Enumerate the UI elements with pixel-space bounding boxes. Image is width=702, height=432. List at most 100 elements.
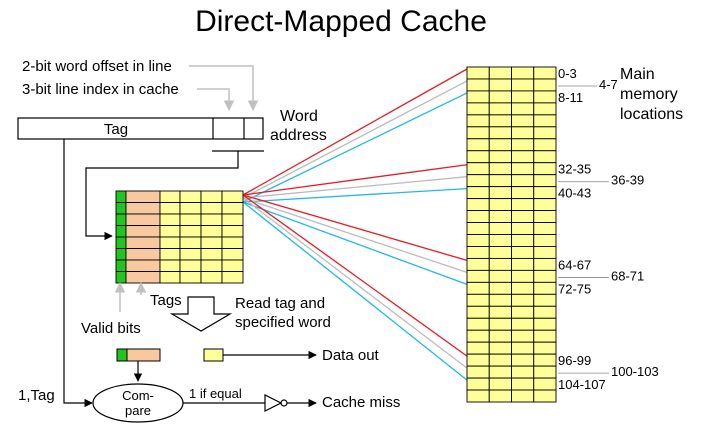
valid-bit-cell <box>115 236 127 249</box>
data-word-cell <box>179 225 202 238</box>
memory-word-cell <box>466 102 490 116</box>
memory-word-cell <box>488 246 512 259</box>
memory-word-cell <box>488 222 512 235</box>
mapping-line-gray <box>242 197 468 274</box>
valid-bit-cell <box>115 202 127 215</box>
data-word-cell <box>179 202 202 215</box>
memory-word-cell <box>488 66 512 80</box>
main-memory-label-1: Main <box>620 66 655 83</box>
data-word-cell <box>159 236 181 249</box>
mapping-line-red <box>242 194 468 357</box>
memory-address-label: 100-103 <box>611 364 659 379</box>
memory-word-cell <box>488 174 512 188</box>
data-word-cell <box>221 190 244 203</box>
tag-cell <box>125 225 161 238</box>
readout-tag <box>126 348 161 362</box>
valid-bit-cell <box>115 225 127 238</box>
word-address-label-2: address <box>270 127 327 144</box>
cache-miss-label: Cache miss <box>322 394 400 411</box>
memory-word-cell <box>511 377 535 391</box>
memory-word-cell <box>466 353 490 367</box>
memory-word-cell <box>466 234 490 247</box>
memory-word-cell <box>466 317 490 331</box>
memory-word-cell <box>466 329 490 343</box>
memory-word-cell <box>488 389 512 403</box>
data-word-cell <box>221 248 244 261</box>
tag-cell <box>125 259 161 272</box>
readout-valid-bit <box>116 348 128 362</box>
memory-word-cell <box>533 281 557 295</box>
word-address-label-1: Word <box>280 108 318 125</box>
data-word-cell <box>179 259 202 272</box>
memory-word-cell <box>533 150 557 164</box>
compare-label-1: Com- <box>122 388 154 403</box>
data-word-cell <box>159 248 181 261</box>
inverter-bubble-icon <box>280 399 288 407</box>
data-word-cell <box>159 259 181 272</box>
word-address-register: Tag <box>17 117 264 140</box>
memory-word-cell <box>533 102 557 116</box>
data-word-cell <box>200 271 223 284</box>
data-word-cell <box>221 271 244 284</box>
memory-word-cell <box>466 305 490 319</box>
tags-label: Tags <box>150 292 182 309</box>
mapping-line-cyan <box>242 201 468 381</box>
memory-word-cell <box>488 365 512 379</box>
memory-word-cell <box>488 353 512 367</box>
tag-cell <box>125 202 161 215</box>
mapping-line-cyan <box>242 92 468 203</box>
mapping-line-gray <box>242 176 468 199</box>
data-out-label: Data out <box>322 347 380 364</box>
data-word-cell <box>159 271 181 284</box>
memory-word-cell <box>488 186 512 200</box>
data-word-cell <box>159 225 181 238</box>
memory-word-cell <box>488 198 512 212</box>
tag-cell <box>125 236 161 249</box>
cache-array <box>115 190 244 284</box>
diagram-title: Direct-Mapped Cache <box>195 5 487 38</box>
data-word-cell <box>200 259 223 272</box>
memory-address-label: 36-39 <box>611 173 644 188</box>
memory-word-cell <box>466 269 490 283</box>
memory-address-label: 40-43 <box>558 186 591 201</box>
mapping-lines <box>242 68 468 381</box>
memory-word-cell <box>511 246 535 259</box>
memory-word-cell <box>466 281 490 295</box>
memory-address-label: 8-11 <box>558 90 583 105</box>
memory-word-cell <box>466 114 490 128</box>
memory-address-label: 32-35 <box>558 162 591 177</box>
one-if-equal-label: 1 if equal <box>189 386 242 401</box>
memory-word-cell <box>533 186 557 200</box>
memory-word-cell <box>511 341 535 355</box>
data-word-cell <box>200 225 223 238</box>
memory-word-cell <box>488 102 512 116</box>
memory-word-cell <box>466 78 490 92</box>
memory-address-label: 64-67 <box>558 257 591 272</box>
memory-word-cell <box>488 78 512 92</box>
one-tag-label: 1,Tag <box>18 387 55 404</box>
mapping-line-cyan <box>242 187 468 203</box>
valid-bits-label: Valid bits <box>81 320 141 337</box>
memory-word-cell <box>511 269 535 283</box>
data-word-cell <box>200 202 223 215</box>
memory-word-cell <box>533 138 557 152</box>
data-word-cell <box>200 248 223 261</box>
data-word-cell <box>179 271 202 284</box>
memory-word-cell <box>488 126 512 140</box>
memory-word-cell <box>466 126 490 140</box>
memory-word-cell <box>466 365 490 379</box>
memory-word-cell <box>533 389 557 403</box>
memory-word-cell <box>511 90 535 104</box>
memory-word-cell <box>511 198 535 212</box>
tag-field-label: Tag <box>104 121 128 138</box>
memory-address-label: 96-99 <box>558 353 591 368</box>
memory-word-cell <box>511 305 535 319</box>
memory-address-labels: 0-34-78-1132-3536-3940-4364-6768-7172-75… <box>558 66 659 392</box>
valid-bit-cell <box>115 213 127 226</box>
memory-word-cell <box>511 210 535 223</box>
memory-word-cell <box>488 329 512 343</box>
line-index-label: 3-bit line index in cache <box>22 81 179 98</box>
data-word-cell <box>200 236 223 249</box>
main-memory-label-3: locations <box>620 106 683 123</box>
memory-word-cell <box>533 341 557 355</box>
